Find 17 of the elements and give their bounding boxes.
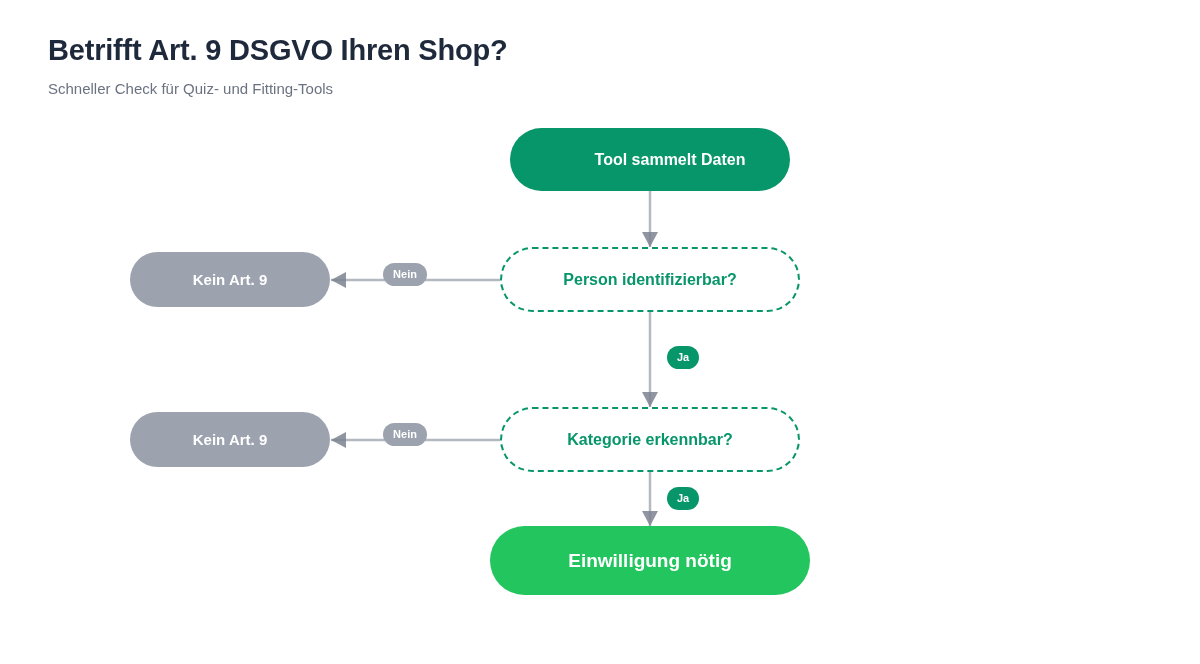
- edge-label: Ja: [666, 486, 700, 510]
- node-label: Person identifizierbar?: [563, 270, 737, 289]
- outcome-terminal: [130, 412, 330, 467]
- title: Betrifft Art. 9 DSGVO Ihren Shop?: [48, 34, 508, 67]
- node-label: Tool sammelt Daten: [594, 150, 746, 169]
- arrow: [642, 472, 658, 526]
- edge-label: Ja: [666, 345, 700, 369]
- node-label: Einwilligung nötig: [568, 549, 732, 572]
- edge-label: Nein: [383, 262, 427, 286]
- node-label: Kein Art. 9: [192, 431, 268, 448]
- arrow: [642, 312, 658, 407]
- edge-label: Nein: [383, 422, 427, 446]
- subtitle: Schneller Check für Quiz- und Fitting-Tools: [48, 80, 334, 97]
- arrow: [642, 191, 658, 247]
- outcome-terminal: [130, 252, 330, 307]
- node-label: Kein Art. 9: [192, 271, 268, 288]
- node-label: Kategorie erkennbar?: [567, 430, 733, 449]
